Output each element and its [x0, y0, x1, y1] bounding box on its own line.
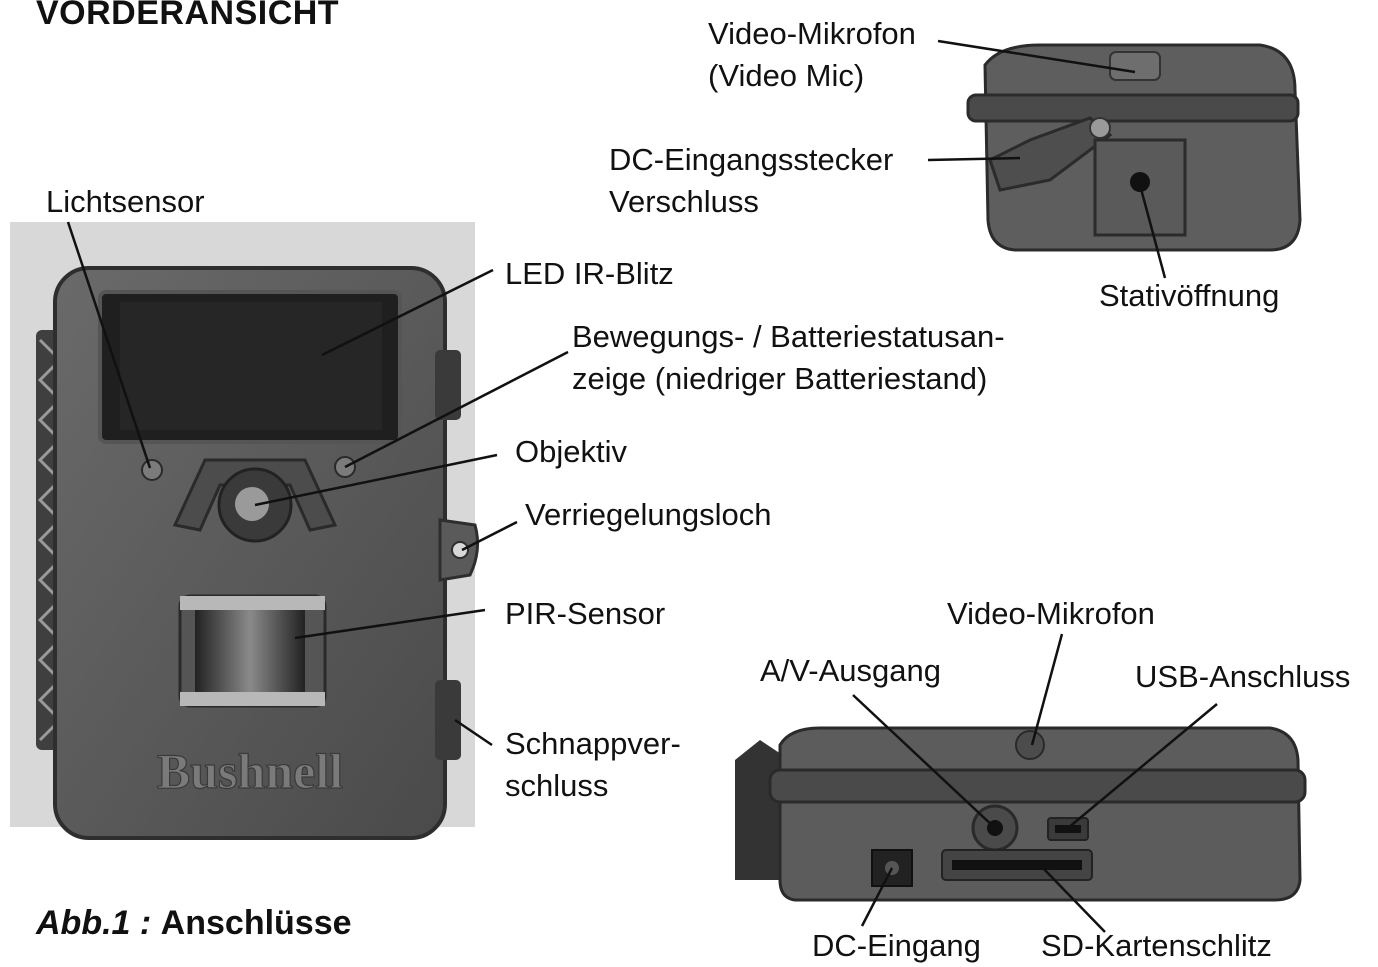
- label-objektiv: Objektiv: [515, 434, 627, 469]
- brand-logo: Bushnell: [157, 743, 343, 799]
- label-av-ausgang: A/V-Ausgang: [760, 653, 941, 688]
- label-video-mikrofon-side: Video-Mikrofon: [708, 16, 916, 51]
- label-schnapp-line1: Schnappver-: [505, 726, 681, 761]
- front-camera-photo: Bushnell: [10, 222, 480, 840]
- label-verriegelungsloch: Verriegelungsloch: [525, 497, 772, 532]
- label-sd-kartenschlitz: SD-Kartenschlitz: [1041, 928, 1272, 963]
- label-led-ir-blitz: LED IR-Blitz: [505, 256, 674, 291]
- label-schnapp-line2: schluss: [505, 768, 609, 803]
- page-heading: VORDERANSICHT: [36, 0, 340, 32]
- label-lichtsensor: Lichtsensor: [46, 184, 205, 219]
- label-video-mikrofon-bottom: Video-Mikrofon: [947, 596, 1155, 631]
- label-pir-sensor: PIR-Sensor: [505, 596, 666, 631]
- label-dc-stecker-line2: Verschluss: [609, 184, 759, 219]
- label-dc-eingang: DC-Eingang: [812, 928, 981, 963]
- figure-caption: Abb.1 : Anschlüsse: [36, 904, 352, 943]
- bottom-camera-photo: [735, 726, 1307, 902]
- label-dc-stecker-line1: DC-Eingangsstecker: [609, 142, 894, 177]
- side-camera-photo: [966, 43, 1302, 252]
- caption-prefix: Abb.1 :: [36, 904, 152, 942]
- label-bewegung-line2: zeige (niedriger Batteriestand): [572, 361, 988, 396]
- label-bewegung-line1: Bewegungs- / Batteriestatusan-: [572, 319, 1005, 354]
- label-video-mic: (Video Mic): [708, 58, 865, 93]
- leader-lines: [66, 39, 1218, 933]
- caption-title: Anschlüsse: [160, 904, 352, 942]
- label-stativoeffnung: Stativöffnung: [1099, 278, 1280, 313]
- label-usb-anschluss: USB-Anschluss: [1135, 659, 1351, 694]
